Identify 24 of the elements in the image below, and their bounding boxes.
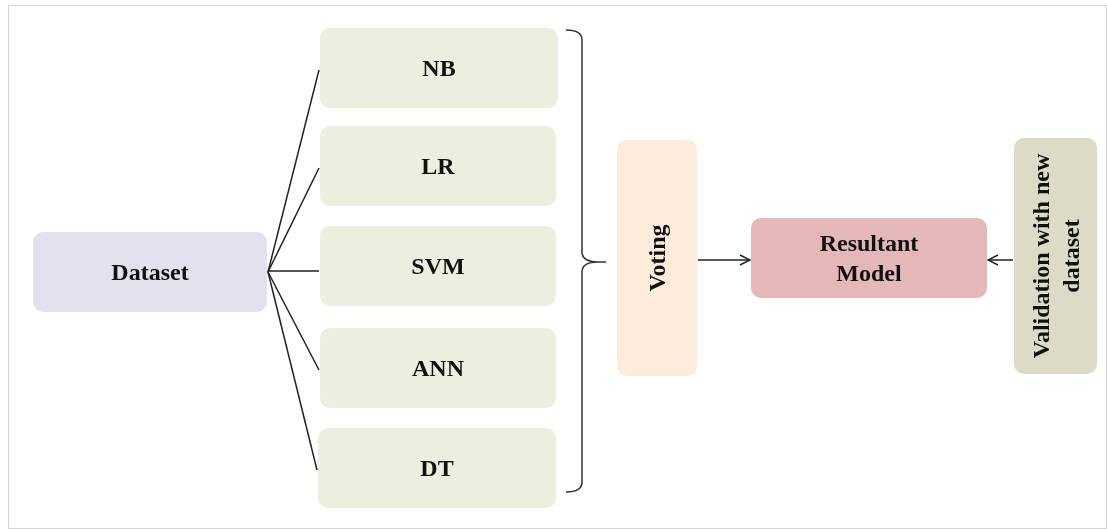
validation-box xyxy=(1014,138,1097,374)
dataset-box xyxy=(33,232,267,312)
arrow xyxy=(697,254,751,266)
node-label: SVM xyxy=(411,252,465,281)
classifier-box xyxy=(320,226,556,306)
voting-box xyxy=(617,140,697,376)
arrow xyxy=(987,254,1014,266)
node-label: NB xyxy=(422,54,456,83)
node-label: Validation with new dataset xyxy=(1026,153,1085,359)
model-box xyxy=(751,218,987,298)
connector-line xyxy=(267,271,320,371)
classifier-box xyxy=(320,328,556,408)
classifier-box xyxy=(320,126,556,206)
node-label: Dataset xyxy=(111,258,189,287)
connector-line xyxy=(267,270,320,272)
connector-line xyxy=(267,271,318,471)
node-label: Voting xyxy=(643,223,671,294)
node-label: LR xyxy=(421,152,455,181)
connector-line xyxy=(267,167,320,273)
node-label: ANN xyxy=(412,354,464,383)
node-label: Resultant Model xyxy=(818,229,920,288)
classifier-box xyxy=(320,28,558,108)
node-label: DT xyxy=(420,454,454,483)
classifier-box xyxy=(318,428,556,508)
